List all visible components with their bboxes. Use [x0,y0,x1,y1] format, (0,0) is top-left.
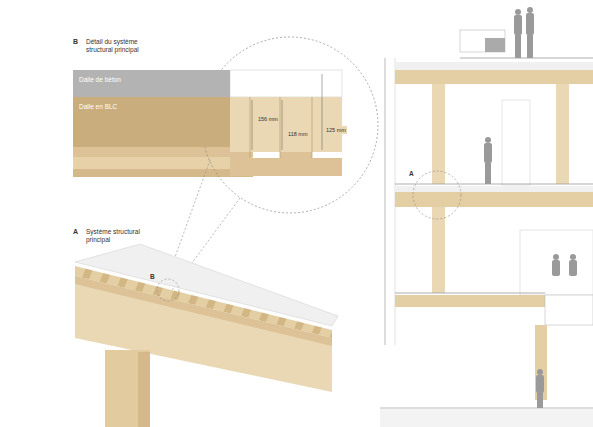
glulam-slab-band: Dalle en BLC [73,97,230,147]
wood-zoom [230,97,342,152]
dimension: 125 mm [325,126,347,134]
concrete-slab-band: Dalle de béton [73,70,230,97]
wood-layer [73,157,253,169]
building-section [380,30,593,427]
callout-letter: B [73,38,78,46]
wood-layer [73,147,253,157]
callout-letter: B [150,273,155,281]
human-figures [484,7,577,408]
detail-heading: Système structural principal [86,228,146,244]
concrete-zoom [230,70,342,97]
detail-heading: Détail du système structural principal [86,38,166,54]
column [105,350,150,427]
detail-marker [157,279,179,301]
callout-letter: A [73,228,78,236]
dimension: 118 mm [287,130,308,138]
band-label: Dalle en BLC [73,97,230,116]
band-label: Dalle de béton [73,70,230,89]
callout-letter: A [409,170,414,178]
rib-zoom [230,152,342,176]
dimension: 156 mm [257,115,279,123]
wood-layer [73,169,253,177]
